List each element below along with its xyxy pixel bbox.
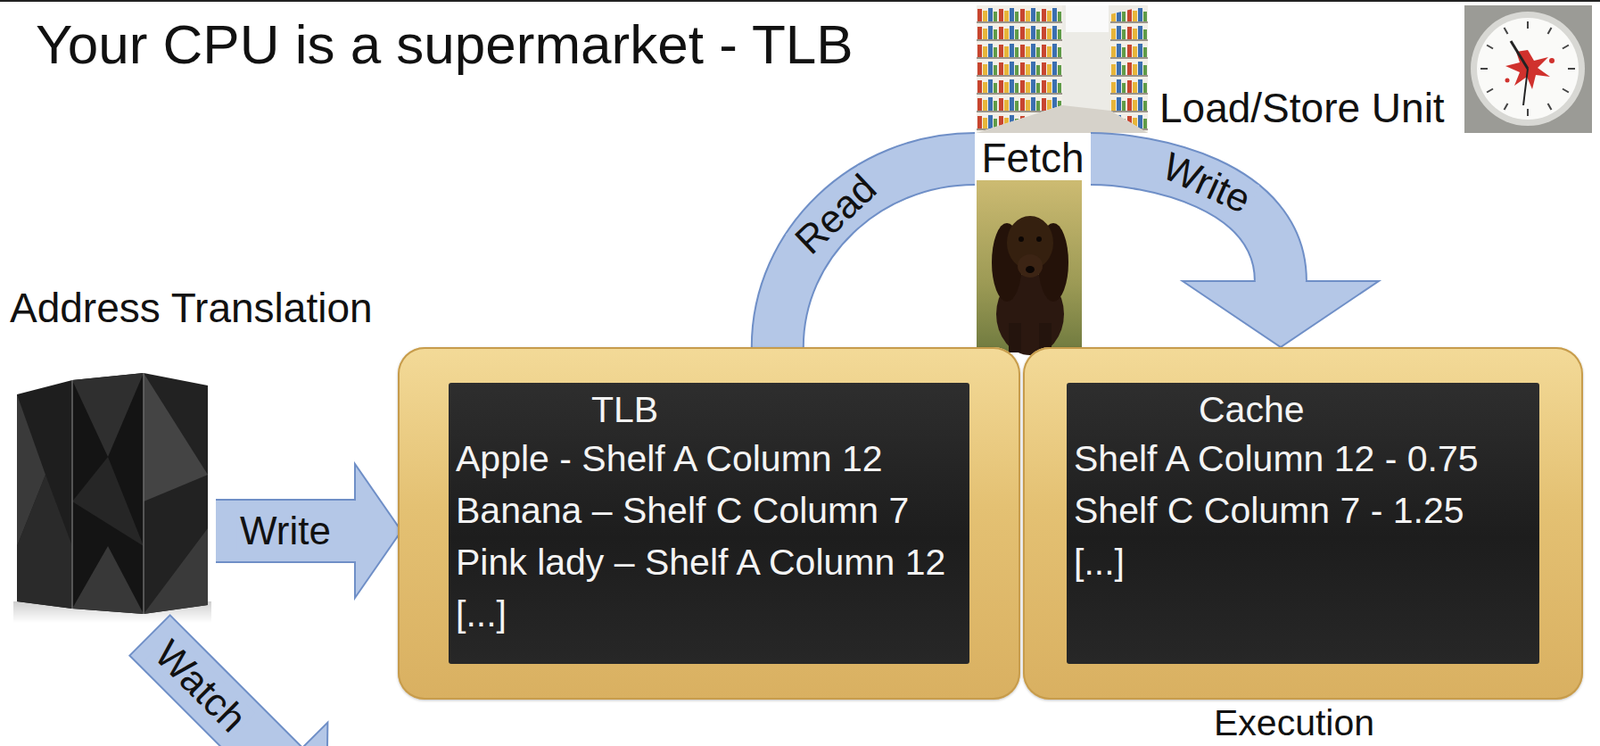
watch-arrow (104, 589, 372, 746)
tick (1486, 89, 1493, 93)
arrow-join (353, 500, 357, 561)
chalk-surface: CacheShelf A Column 12 - 0.75Shelf C Col… (1066, 382, 1540, 664)
cabinet-facet (16, 474, 73, 609)
arrow-outline (777, 158, 975, 347)
node-heading: Address Translation (9, 285, 373, 331)
block-arrow (215, 463, 402, 598)
cabinet-edge (71, 379, 74, 609)
dog-photo (976, 180, 1082, 355)
board-entry: [...] (455, 587, 507, 640)
shelf (1110, 5, 1148, 133)
cabinet-facet (143, 372, 208, 502)
board-entry: [...] (1073, 536, 1125, 588)
clock-face (1476, 17, 1579, 120)
arrow-join (1255, 279, 1306, 283)
arrow-body (215, 500, 355, 561)
photo-ground (1464, 5, 1592, 133)
arrow-head (1182, 280, 1379, 347)
cabinet (16, 379, 73, 609)
tick (1567, 67, 1576, 70)
clock-photo (1464, 5, 1592, 133)
dog-eye (1018, 236, 1024, 242)
dog-eye (1036, 236, 1042, 242)
arrow-head (354, 463, 402, 598)
clock-rim (1470, 11, 1585, 126)
tick (1480, 67, 1488, 70)
chalkboard: TLBApple - Shelf A Column 12Banana – She… (397, 346, 1021, 700)
top-rule (0, 0, 1600, 2)
aisle-floor (976, 105, 1148, 133)
chalkboard: CacheShelf A Column 12 - 0.75Shelf C Col… (1022, 346, 1584, 700)
unit-label: Load/Store Unit (1159, 85, 1445, 132)
edge-label: Write (236, 511, 335, 551)
paint-splatter (1549, 57, 1555, 64)
board-entry: Shelf A Column 12 - 0.75 (1073, 432, 1479, 485)
arrow-label: Watch (145, 630, 255, 740)
paint-splatter (1505, 78, 1510, 83)
tick (1486, 45, 1493, 50)
arrow-outline (215, 498, 355, 563)
clock-hand (1523, 68, 1528, 106)
server-node: Address Translation (9, 367, 215, 623)
chalk-surface: TLBApple - Shelf A Column 12Banana – She… (448, 382, 970, 664)
clock-hand (1510, 41, 1528, 69)
arrow-body (777, 158, 975, 347)
tick (1504, 27, 1509, 34)
board-entry: Pink lady – Shelf A Column 12 (455, 536, 946, 588)
cabinet-facet (143, 527, 208, 614)
cabinet-edge (142, 372, 145, 614)
cabinet (143, 372, 208, 614)
unit-label: Execution (1213, 704, 1375, 742)
fetch-node: Fetch (974, 133, 1091, 353)
edge-label: Write (1154, 145, 1260, 222)
supermarket-photo (976, 5, 1148, 133)
board-heading: TLB (591, 386, 659, 433)
cabinet-facet (72, 545, 144, 614)
dog-leg (1008, 322, 1022, 353)
board-heading: Cache (1198, 386, 1305, 433)
cabinet (72, 372, 144, 614)
tick (1526, 108, 1529, 116)
dog-nose (1025, 265, 1035, 273)
mainframe-photo (13, 372, 212, 623)
node-label: Fetch (981, 133, 1084, 179)
tick (1548, 27, 1552, 34)
board-entry: Apple - Shelf A Column 12 (455, 432, 883, 485)
ceiling-light (1065, 5, 1109, 33)
tick (1526, 21, 1529, 29)
tick (1562, 89, 1569, 93)
edge-label: Read (785, 164, 886, 264)
cabinet-facet (72, 456, 144, 546)
dog-muzzle (1017, 254, 1043, 278)
diagram-title: Your CPU is a supermarket - TLB (35, 14, 854, 75)
clock-ticks (1480, 21, 1576, 116)
photo-ground (976, 5, 1148, 133)
tick (1562, 45, 1569, 50)
tick (1548, 103, 1552, 110)
tick (1504, 103, 1509, 110)
board-entry: Shelf C Column 7 - 1.25 (1073, 484, 1465, 537)
cabinet-facet (72, 372, 144, 457)
board-entry: Banana – Shelf C Column 7 (455, 484, 909, 537)
block-arrow (104, 589, 372, 746)
block-arrow (777, 158, 975, 347)
